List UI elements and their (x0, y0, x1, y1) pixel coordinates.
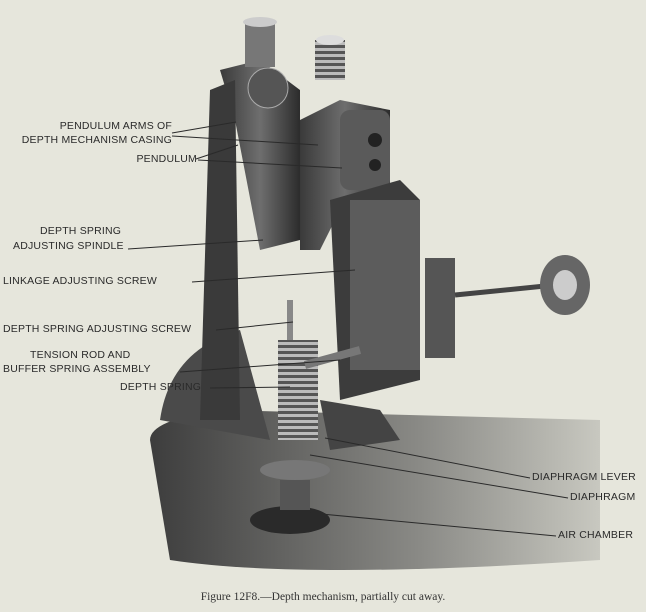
figure-caption: Figure 12F8.—Depth mechanism, partially … (200, 591, 446, 603)
label-diaphragm: DIAPHRAGM (570, 491, 636, 503)
label-air-chamber: AIR CHAMBER (558, 529, 634, 541)
label-linkage-adjusting-screw: LINKAGE ADJUSTING SCREW (3, 275, 157, 287)
label-depth-spring-spindle-line1: DEPTH SPRING (40, 225, 122, 237)
label-tension-rod-line1: TENSION ROD AND (30, 349, 131, 361)
label-depth-spring-adjusting-screw: DEPTH SPRING ADJUSTING SCREW (3, 323, 192, 335)
label-pendulum: PENDULUM (136, 153, 197, 165)
label-pendulum-arms-line2: DEPTH MECHANISM CASING (21, 134, 172, 146)
label-tension-rod-line2: BUFFER SPRING ASSEMBLY (3, 363, 151, 375)
label-diaphragm-lever: DIAPHRAGM LEVER (532, 471, 636, 483)
label-depth-spring: DEPTH SPRING (120, 381, 202, 393)
leader-lines (127, 121, 569, 537)
label-pendulum-arms-line1: PENDULUM ARMS OF (59, 120, 172, 132)
label-depth-spring-spindle-line2: ADJUSTING SPINDLE (13, 240, 124, 252)
mechanism-drawing (150, 17, 600, 570)
